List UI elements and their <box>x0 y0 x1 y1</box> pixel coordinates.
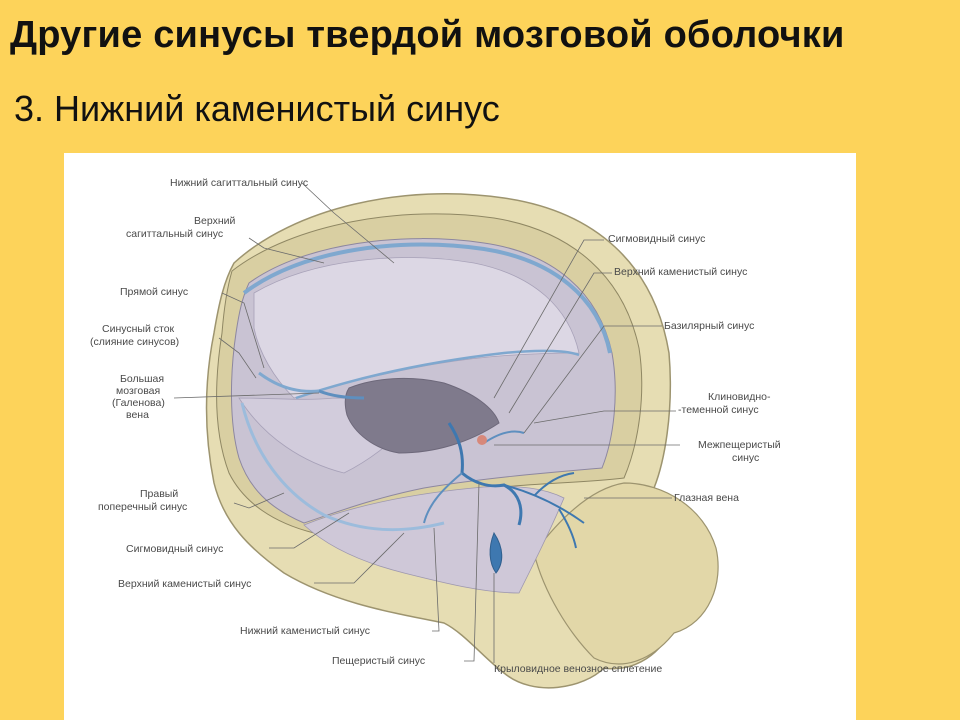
inferior-sagittal-sinus <box>295 349 580 400</box>
label-superior-sagittal-line2: сагиттальный синус <box>126 228 224 240</box>
label-great-vein-line2: мозговая <box>116 385 161 397</box>
label-ophthalmic-vein: Глазная вена <box>674 492 739 504</box>
straight-sinus <box>258 371 320 393</box>
cavernous-plexus <box>447 422 523 526</box>
label-confluence-line1: Синусный сток <box>102 323 175 335</box>
label-intercavernous-line2: синус <box>732 452 760 464</box>
superior-sagittal-sinus <box>242 242 612 354</box>
leader-sup-petrosal-left <box>314 532 405 584</box>
label-intercavernous-line1: Межпещеристый <box>698 439 781 451</box>
pterygoid-plexus <box>489 531 503 574</box>
label-great-vein-line4: вена <box>126 409 149 421</box>
transverse-sinus <box>240 402 445 532</box>
carotid-dot <box>477 435 487 445</box>
label-sphenoparietal-line2: -теменной синус <box>678 404 759 416</box>
label-superior-sagittal-line1: Верхний <box>194 215 236 227</box>
label-superior-petrosal-right: Верхний каменистый синус <box>614 266 748 278</box>
label-transverse-line2: поперечный синус <box>98 501 188 513</box>
label-basilar-sinus: Базилярный синус <box>664 320 755 332</box>
leader-sphenoparietal <box>533 410 676 424</box>
leader-great-vein <box>173 392 320 399</box>
ophthalmic-vein <box>503 472 585 549</box>
leader-superior-sagittal <box>248 237 325 264</box>
label-pterygoid-plexus: Крыловидное венозное сплетение <box>494 663 663 675</box>
label-great-vein-line1: Большая <box>120 373 165 385</box>
falx-cerebri <box>253 257 580 399</box>
label-sigmoid-sinus-left: Сигмовидный синус <box>126 543 224 555</box>
label-inferior-petrosal-sinus: Нижний каменистый синус <box>240 625 370 637</box>
leader-basilar <box>523 325 662 434</box>
leader-inf-petrosal <box>432 527 440 632</box>
label-straight-sinus: Прямой синус <box>120 286 189 298</box>
skull-drawing <box>173 182 719 689</box>
label-sphenoparietal-line1: Клиновидно- <box>708 391 771 403</box>
slide-subtitle: 3. Нижний каменистый синус <box>14 88 500 129</box>
leader-straight <box>221 292 265 369</box>
leader-sigmoid-left <box>269 512 350 549</box>
leader-inferior-sagittal <box>301 182 395 264</box>
label-cavernous-sinus: Пещеристый синус <box>332 655 426 667</box>
label-inferior-sagittal-sinus: Нижний сагиттальный синус <box>170 177 309 189</box>
label-superior-petrosal-left: Верхний каменистый синус <box>118 578 252 590</box>
basilar-branch <box>483 430 525 444</box>
leader-transverse <box>233 492 285 509</box>
petrosal-branch <box>423 472 463 524</box>
label-transverse-line1: Правый <box>140 488 179 500</box>
leader-confluence <box>218 337 257 379</box>
great-cerebral-vein <box>318 389 365 400</box>
label-confluence-line2: (слияние синусов) <box>90 336 180 348</box>
label-great-vein-line3: (Галенова) <box>112 397 165 409</box>
leader-sup-petrosal-right <box>508 272 612 414</box>
leader-cavernous <box>464 482 480 662</box>
slide-title: Другие синусы твердой мозговой оболочки <box>10 14 845 56</box>
skull-illustration: Нижний сагиттальный синус Верхний сагитт… <box>64 153 856 720</box>
leader-sigmoid-right <box>493 239 604 399</box>
label-sigmoid-sinus-right: Сигмовидный синус <box>608 233 706 245</box>
